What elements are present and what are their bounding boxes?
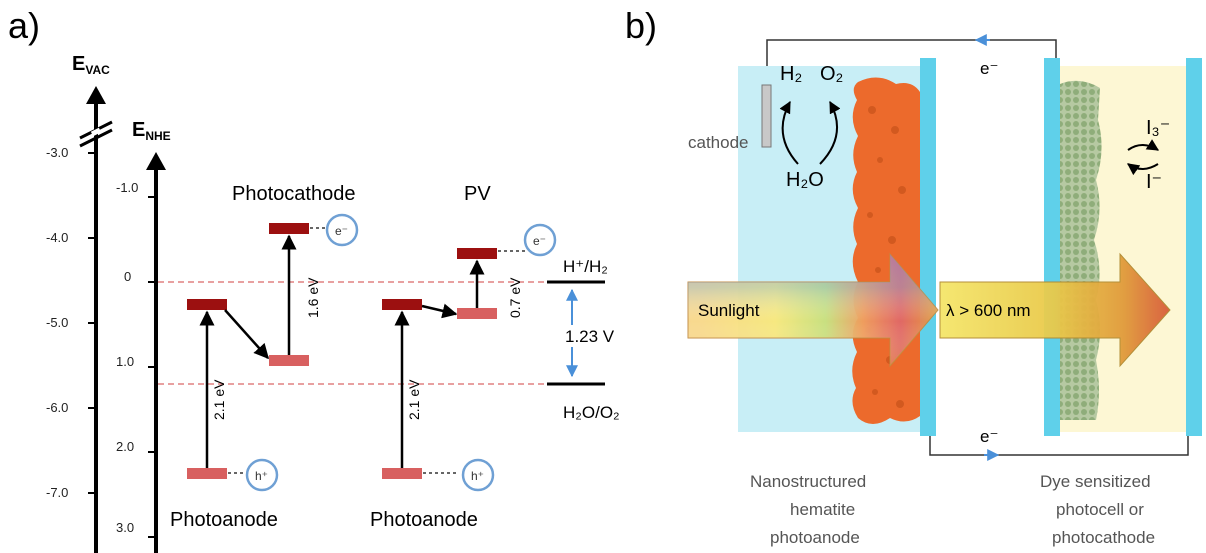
o2-couple-label: H₂O/O₂: [563, 403, 620, 422]
photoanode-2-conduction-band: [382, 299, 422, 310]
panel-b-label: b): [625, 5, 657, 46]
evac-tick-label: -5.0: [46, 315, 68, 330]
evac-ticks: -3.0 -4.0 -5.0 -6.0 -7.0: [46, 145, 96, 500]
right-caption-line: Dye sensitized: [1040, 472, 1151, 491]
panel-a: a) EVAC -3.0 -4.0 -5.0 -6.0 -7.0 ENHE: [8, 5, 630, 553]
o2-label: O₂: [820, 63, 843, 85]
pv-lower-level: [457, 308, 497, 319]
photocathode-conduction-band: [269, 223, 309, 234]
h2o-to-o2-arrow: [819, 100, 841, 165]
photocathode-valence-band: [269, 355, 309, 366]
enhe-axis-label: ENHE: [132, 119, 171, 143]
hole-circle: [461, 458, 495, 492]
enhe-tick-label: 1.0: [116, 354, 134, 369]
enhe-tick-label: 3.0: [116, 520, 134, 535]
h2-couple-label: H⁺/H₂: [563, 257, 608, 276]
hole-symbol: h⁺: [255, 469, 268, 483]
enhe-tick-label: 2.0: [116, 439, 134, 454]
evac-tick-label: -6.0: [46, 400, 68, 415]
panel-a-label: a): [8, 5, 40, 46]
cathode-label: cathode: [688, 133, 749, 152]
left-glass-electrode: [920, 58, 936, 436]
sunlight-arrow-overlay: [688, 254, 938, 366]
redox-arrow-upper: [1127, 139, 1160, 151]
voltage-label-bg: [562, 325, 630, 347]
h2o-to-h2-arrow: [779, 100, 799, 165]
panel-b: b) e⁻ e⁻ cathode H₂ O₂ H₂O: [625, 5, 1202, 547]
photoanode-1-conduction-band: [187, 299, 227, 310]
evac-tick-label: -7.0: [46, 485, 68, 500]
evac-axis-arrow: [86, 86, 106, 104]
sunlight-label: Sunlight: [698, 301, 760, 320]
h2-label: H₂: [780, 63, 802, 85]
pv-gap-label: 0.7 eV: [507, 277, 523, 318]
enhe-tick-label: -1.0: [116, 180, 138, 195]
photocathode-gap-label: 1.6 eV: [305, 277, 321, 318]
cathode-electrode: [761, 84, 772, 148]
enhe-ticks: -1.0 0 1.0 2.0 3.0: [116, 180, 156, 538]
external-circuit-top: [766, 39, 1057, 85]
lambda-label: λ > 600 nm: [946, 301, 1031, 320]
photoanode-1-gap-label: 2.1 eV: [211, 379, 227, 420]
evac-tick-label: -4.0: [46, 230, 68, 245]
dye-sensitized-layer: [1060, 80, 1102, 421]
electron-circle: [325, 213, 359, 247]
middle-glass-electrode: [1044, 58, 1060, 436]
z-scheme-arrow-2: [421, 303, 458, 319]
right-caption-line: photocell or: [1056, 500, 1144, 519]
left-caption-line: photoanode: [770, 528, 860, 547]
electron-top-label: e⁻: [980, 59, 998, 78]
pv-label: PV: [464, 183, 491, 205]
photoanode-2-valence-band: [382, 468, 422, 479]
redox-arrow-lower: [1127, 163, 1159, 176]
axis-break-mark: [79, 120, 113, 148]
voltage-label: 1.23 V: [565, 327, 615, 346]
hole-symbol: h⁺: [471, 469, 484, 483]
photoanode-1-valence-band: [187, 468, 227, 479]
triiodide-label: I₃⁻: [1146, 117, 1170, 139]
evac-tick-label: -3.0: [46, 145, 68, 160]
electron-symbol: e⁻: [533, 234, 546, 248]
z-scheme-arrow-1: [224, 309, 270, 360]
hole-circle: [245, 458, 279, 492]
transmitted-light-arrow: [939, 252, 1171, 368]
electron-circle: [523, 223, 557, 257]
photocathode-label: Photocathode: [232, 183, 355, 205]
left-caption-line: Nanostructured: [750, 472, 866, 491]
iodide-label: I⁻: [1146, 171, 1162, 193]
photoanode-1-label: Photoanode: [170, 509, 278, 531]
left-caption-line: hematite: [790, 500, 855, 519]
external-circuit-bottom: [929, 430, 1189, 456]
evac-axis-label: EVAC: [72, 53, 110, 77]
electron-symbol: e⁻: [335, 224, 348, 238]
photoanode-2-gap-label: 2.1 eV: [406, 379, 422, 420]
right-glass-electrode: [1186, 58, 1202, 436]
photoanode-2-label: Photoanode: [370, 509, 478, 531]
electron-bottom-label: e⁻: [980, 427, 998, 446]
right-caption-line: photocathode: [1052, 528, 1155, 547]
h2o-label: H₂O: [786, 169, 824, 191]
hematite-photoanode: [852, 77, 920, 425]
pv-upper-level: [457, 248, 497, 259]
enhe-tick-label: 0: [124, 269, 131, 284]
enhe-axis-arrow: [146, 152, 166, 170]
